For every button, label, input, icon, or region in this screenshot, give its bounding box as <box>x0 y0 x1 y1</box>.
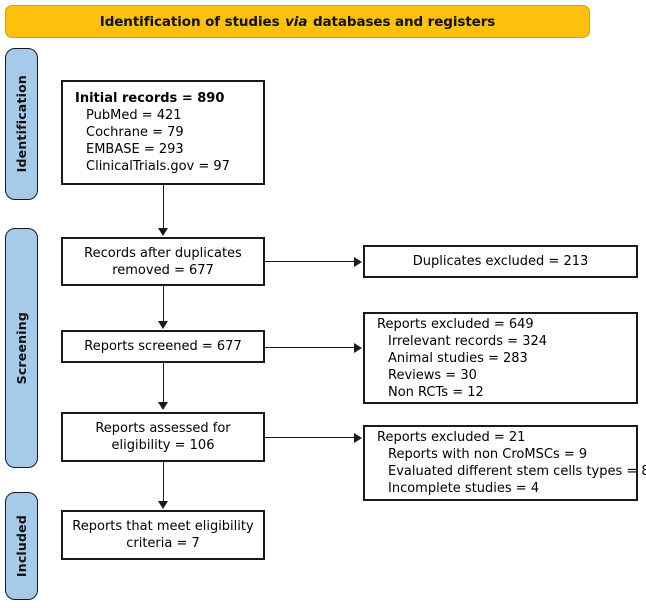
box-reports-excluded-eligibility-item-incomplete: Incomplete studies = 4 <box>388 481 540 496</box>
connector-assessed-to-excluded21-line <box>265 437 355 438</box>
title-suffix: databases and registers <box>308 13 496 30</box>
box-duplicates-excluded-line1: Duplicates excluded = 213 <box>412 254 589 269</box>
box-reports-excluded-screening-item-irrelevant: Irrelevant records = 324 <box>388 333 548 349</box>
box-initial-records-item-cochrane: Cochrane = 79 <box>86 125 184 140</box>
box-reports-excluded-screening-item-nonrct: Non RCTs = 12 <box>388 384 484 400</box>
connector-dedup-to-duplicates-line <box>265 261 355 262</box>
connector-screened-to-assessed-line <box>163 363 164 403</box>
phase-tab-screening: Screening <box>5 228 38 468</box>
box-initial-records: Initial records = 890 PubMed = 421 Cochr… <box>61 80 265 185</box>
title-emphasis: via <box>285 13 308 30</box>
phase-tab-included: Included <box>5 492 38 600</box>
box-reports-assessed: Reports assessed for eligibility = 106 <box>61 412 265 462</box>
connector-screened-to-excluded649-arrow <box>354 343 362 353</box>
phase-tab-included-label: Included <box>14 514 29 578</box>
box-reports-screened: Reports screened = 677 <box>61 330 265 363</box>
box-reports-excluded-eligibility-header: Reports excluded = 21 <box>377 430 526 445</box>
connector-initial-to-dedup-line <box>163 185 164 229</box>
box-duplicates-excluded: Duplicates excluded = 213 <box>363 245 638 278</box>
box-initial-records-item-embase: EMBASE = 293 <box>86 142 184 157</box>
connector-dedup-to-duplicates-arrow <box>354 257 362 267</box>
box-records-after-duplicates-line2: removed = 677 <box>112 262 214 278</box>
page-title: Identification of studies via databases … <box>99 13 496 30</box>
connector-screened-to-assessed-arrow <box>158 402 168 410</box>
box-reports-excluded-screening: Reports excluded = 649 Irrelevant record… <box>363 312 638 404</box>
box-records-after-duplicates: Records after duplicates removed = 677 <box>61 237 265 286</box>
connector-assessed-to-included-arrow <box>158 501 168 509</box>
phase-tab-identification: Identification <box>5 48 38 200</box>
connector-initial-to-dedup-arrow <box>158 228 168 236</box>
box-reports-assessed-line1: Reports assessed for <box>95 421 231 436</box>
box-reports-screened-line1: Reports screened = 677 <box>84 339 242 354</box>
box-reports-excluded-screening-header: Reports excluded = 649 <box>377 316 534 332</box>
diagram-title-banner: Identification of studies via databases … <box>5 5 590 38</box>
box-reports-excluded-eligibility-item-stemcells: Evaluated different stem cells types = 8 <box>388 464 646 479</box>
box-records-after-duplicates-line1: Records after duplicates <box>84 245 242 261</box>
connector-dedup-to-screened-arrow <box>158 321 168 329</box>
connector-screened-to-excluded649-line <box>265 347 355 348</box>
box-reports-included-line2: criteria = 7 <box>126 536 200 551</box>
box-reports-excluded-screening-item-animal: Animal studies = 283 <box>388 350 528 366</box>
box-reports-included: Reports that meet eligibility criteria =… <box>61 510 265 560</box>
box-initial-records-header: Initial records = 890 <box>75 91 225 106</box>
box-reports-assessed-line2: eligibility = 106 <box>111 438 215 453</box>
box-reports-excluded-eligibility-item-cromscs: Reports with non CroMSCs = 9 <box>388 447 588 462</box>
phase-tab-identification-label: Identification <box>14 75 29 173</box>
box-reports-excluded-eligibility: Reports excluded = 21 Reports with non C… <box>363 425 646 501</box>
box-initial-records-item-pubmed: PubMed = 421 <box>86 108 182 123</box>
box-initial-records-item-clinicaltrials: ClinicalTrials.gov = 97 <box>86 159 230 174</box>
box-reports-excluded-screening-item-reviews: Reviews = 30 <box>388 367 477 383</box>
connector-dedup-to-screened-line <box>163 286 164 322</box>
connector-assessed-to-included-line <box>163 462 164 502</box>
connector-assessed-to-excluded21-arrow <box>354 433 362 443</box>
box-reports-included-line1: Reports that meet eligibility <box>72 519 254 534</box>
title-prefix: Identification of studies <box>99 13 285 30</box>
phase-tab-screening-label: Screening <box>14 311 29 385</box>
